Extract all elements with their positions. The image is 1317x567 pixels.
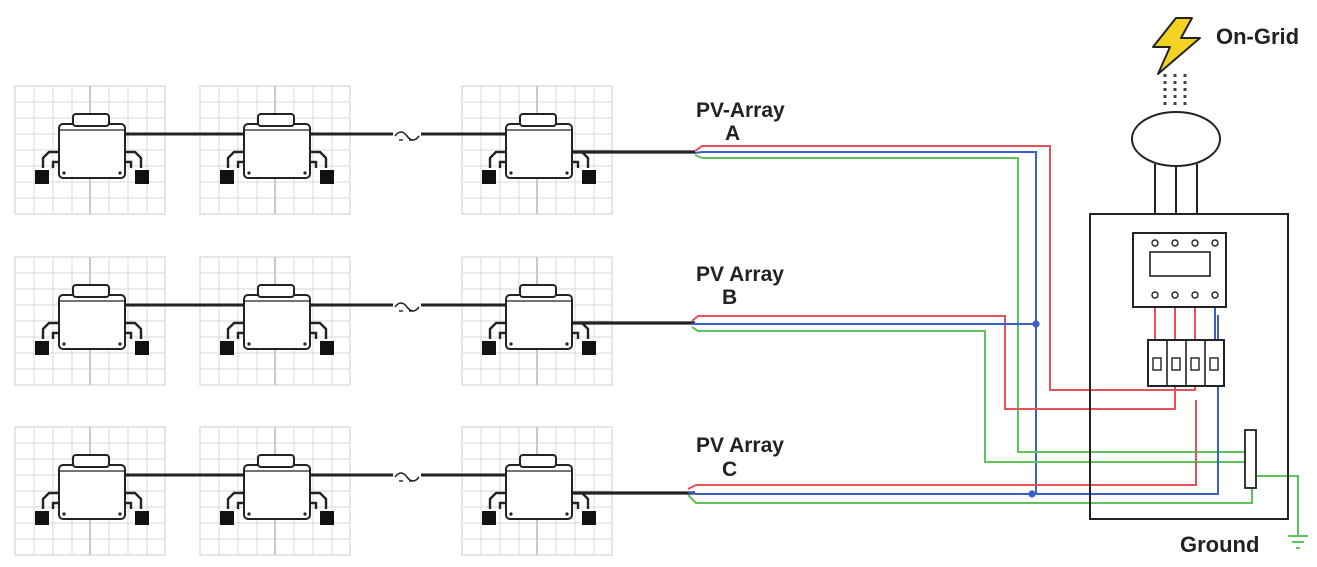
micro-inverter-unit <box>462 427 612 555</box>
on-grid-label: On-Grid <box>1216 24 1300 49</box>
micro-inverter-unit <box>200 427 350 555</box>
wire-c-green <box>687 475 1299 535</box>
micro-inverter-unit <box>200 257 350 385</box>
wire-c-red <box>687 400 1197 490</box>
wire-c-blue <box>687 315 1219 495</box>
dashed-grid-link <box>1163 74 1187 108</box>
array-b-name: PV Array <box>696 263 784 286</box>
micro-inverter-unit <box>462 86 612 214</box>
ground-bar <box>1244 429 1257 489</box>
array-c-letter: C <box>722 458 738 481</box>
circuit-breakers <box>1147 339 1225 387</box>
micro-inverter-unit <box>15 257 165 385</box>
array-c-name: PV Array <box>696 434 784 457</box>
micro-inverter-unit <box>200 86 350 214</box>
ground-symbol-icon <box>1288 535 1308 549</box>
array-b-letter: B <box>722 286 738 309</box>
grid-transformer <box>1131 111 1221 167</box>
junction-dot <box>1028 490 1036 498</box>
pv-string-b <box>15 257 695 385</box>
array-a-letter: A <box>725 122 741 145</box>
array-a-name: PV-Array <box>696 99 785 122</box>
junction-dot <box>1032 320 1040 328</box>
wire-a-green <box>694 154 1248 453</box>
micro-inverter-unit <box>462 257 612 385</box>
lightning-bolt-icon <box>1152 17 1201 75</box>
distribution-box <box>1089 213 1289 520</box>
wire-b-red <box>691 315 1176 410</box>
ground-label: Ground <box>1180 532 1260 557</box>
micro-inverter-unit <box>15 427 165 555</box>
pv-string-a <box>15 86 695 214</box>
wire-b-green <box>691 326 1248 463</box>
micro-inverter-unit <box>15 86 165 214</box>
pv-string-c <box>15 427 695 555</box>
